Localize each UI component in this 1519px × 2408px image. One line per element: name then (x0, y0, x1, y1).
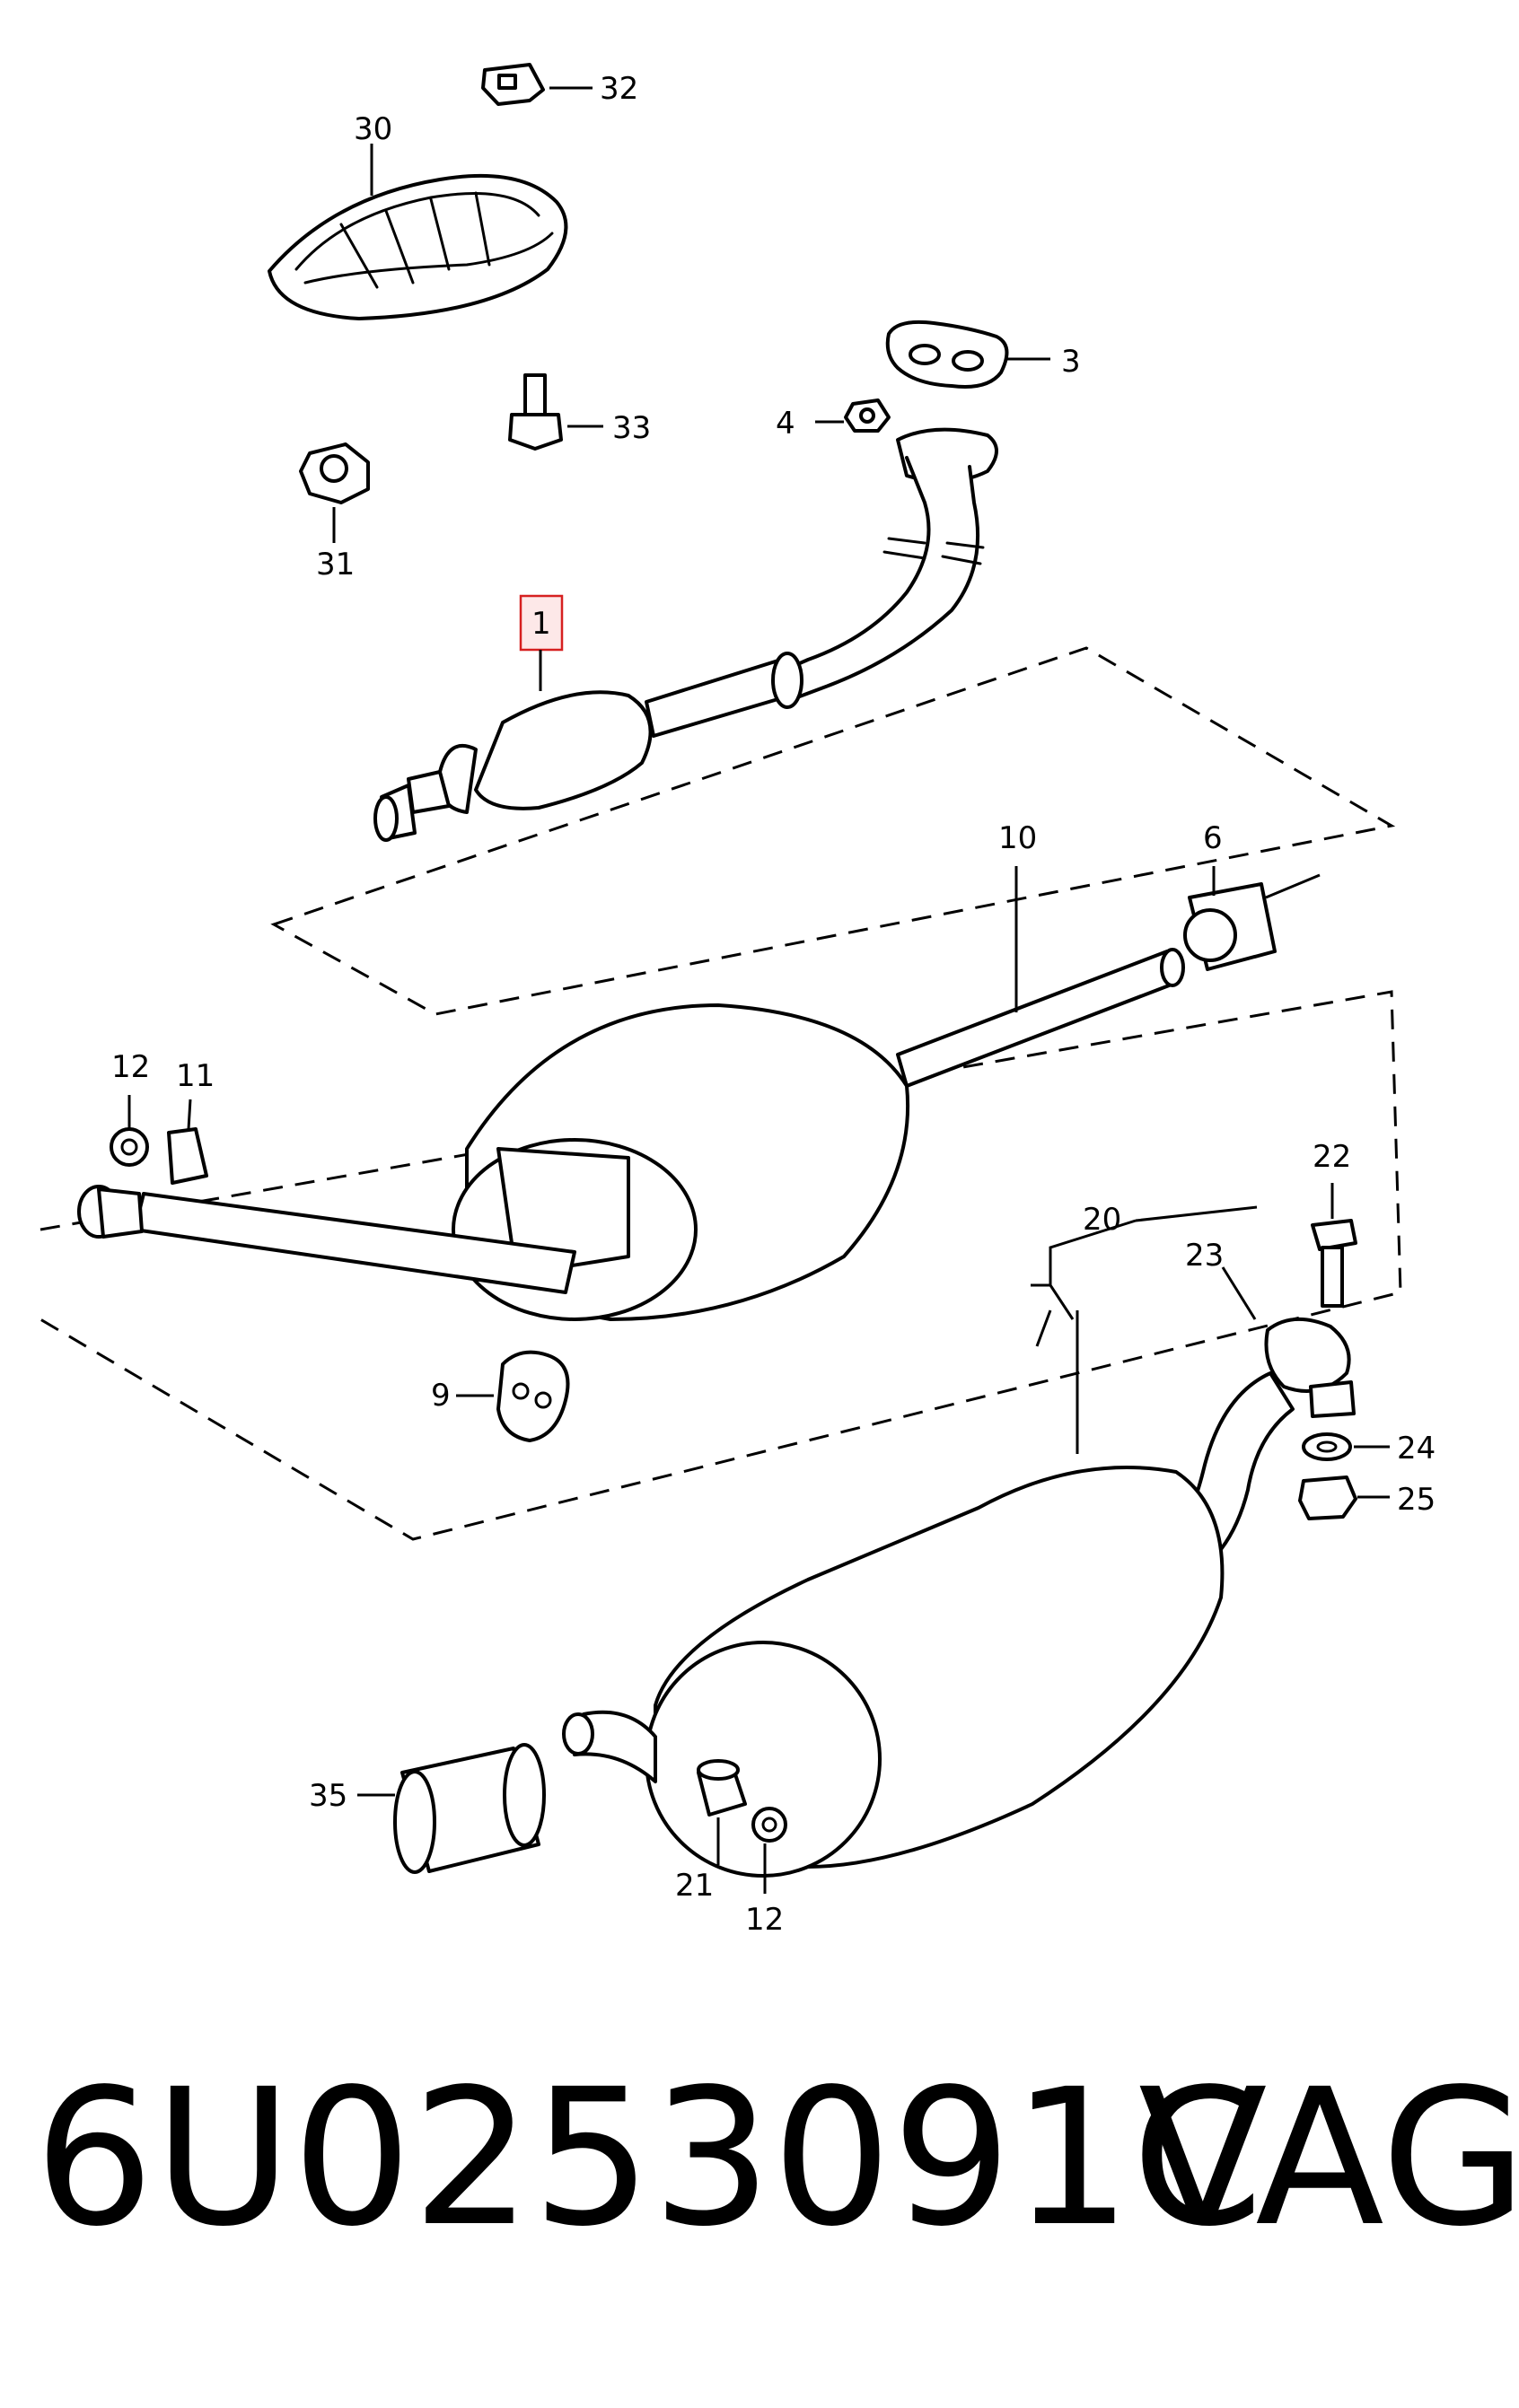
centre-muffler-10 (77, 948, 1185, 1321)
callout-25: 25 (1397, 1482, 1436, 1518)
callout-32: 32 (600, 71, 638, 107)
washer-24 (1302, 1432, 1352, 1461)
clip-32 (481, 63, 545, 106)
brand-name: VAG (1138, 2048, 1519, 2268)
exhaust-system-diagram: 32 30 3 33 4 31 1 10 6 12 11 22 20 23 9 … (40, 63, 1436, 1938)
callout-22: 22 (1313, 1139, 1351, 1175)
nut-4 (844, 398, 891, 433)
callout-31: 31 (316, 547, 355, 582)
callout-20: 20 (1083, 1202, 1121, 1238)
callout-30: 30 (354, 111, 392, 147)
assembly-outline-front (270, 646, 1396, 1016)
hanger-23 (1264, 1317, 1356, 1418)
bolt-22 (1311, 1219, 1357, 1308)
callout-6: 6 (1203, 820, 1223, 856)
callout-23: 23 (1185, 1238, 1224, 1274)
sleeve-35 (393, 1743, 546, 1874)
bolt-33 (508, 373, 563, 451)
ring-12-upper (110, 1127, 149, 1167)
callout-11: 11 (176, 1058, 215, 1094)
catalytic-converter-1 (373, 427, 998, 842)
callout-9: 9 (431, 1378, 451, 1414)
callout-21: 21 (675, 1868, 714, 1904)
rear-muffler-20 (562, 1371, 1295, 1878)
callout-12-lower: 12 (745, 1902, 784, 1938)
nut-25 (1298, 1475, 1357, 1520)
heat-shield-30 (268, 173, 568, 320)
callout-35: 35 (309, 1778, 347, 1814)
rubber-mount-9 (496, 1350, 570, 1442)
part-number: 6U0253091C (34, 2048, 1264, 2268)
hanger-21 (697, 1759, 747, 1817)
callout-33: 33 (612, 410, 651, 446)
flange-gasket-3 (885, 320, 1009, 389)
callout-1-highlight (519, 594, 564, 652)
clamp-6 (1183, 882, 1277, 971)
nut-31 (299, 442, 370, 504)
callout-3: 3 (1061, 344, 1081, 380)
bracket-11 (167, 1127, 208, 1185)
callout-24: 24 (1397, 1431, 1436, 1467)
ring-12-lower (751, 1807, 787, 1843)
callout-1: 1 (531, 606, 551, 642)
callout-12-upper: 12 (111, 1049, 150, 1085)
callout-10: 10 (998, 820, 1037, 856)
callout-4: 4 (776, 406, 795, 442)
